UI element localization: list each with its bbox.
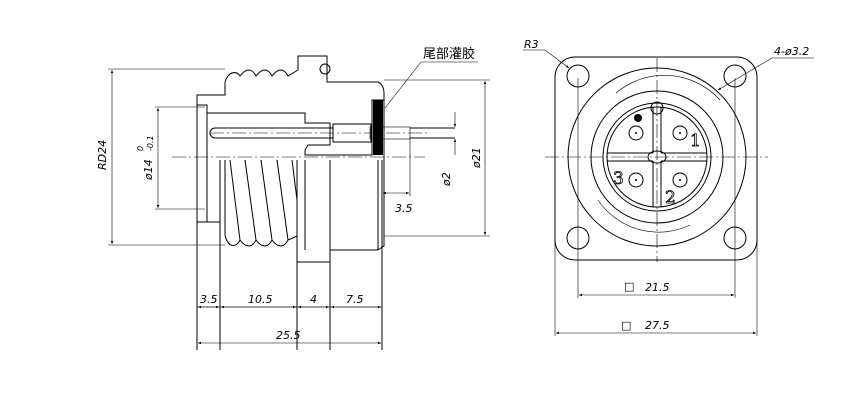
d14-tol-upper: 0 [136, 146, 145, 151]
o-ring [319, 63, 331, 75]
body-lower-outline [196, 100, 385, 350]
dim-nut-width: 4 [310, 293, 317, 306]
potting-leader [384, 61, 478, 109]
square-symbol-1: □ [624, 280, 634, 293]
thread [224, 159, 298, 247]
potting-area [373, 100, 383, 155]
potting-label: 尾部灌胶 [423, 46, 475, 62]
d21-label: ø21 [470, 147, 483, 169]
dim-thread-length: 10.5 [248, 293, 273, 306]
body-section-hatched [196, 55, 385, 156]
tail-length-label: 3.5 [395, 202, 413, 215]
pin-label-3: 3 [613, 169, 624, 189]
pin-label-2: 2 [665, 188, 676, 208]
dim-rear-length: 7.5 [346, 293, 364, 306]
nut-arcs [597, 75, 721, 233]
flange-square [554, 56, 758, 261]
total-length-label: 25.5 [276, 329, 301, 342]
radius-label: R3 [524, 38, 539, 51]
d2-label: ø2 [440, 172, 453, 187]
radius-leader [523, 49, 570, 69]
flange-size-label: 27.5 [645, 319, 670, 332]
holes-leader [717, 57, 814, 91]
ground-mark-icon [634, 114, 642, 122]
hole-pitch-label: 21.5 [645, 281, 670, 294]
pin-label-1: 1 [690, 131, 701, 151]
square-symbol-2: □ [621, 319, 631, 332]
front-view: 1 2 3 □ 21.5 □ 27.5 R3 4-ø3.2 [523, 38, 814, 336]
d14-label: ø14 [142, 159, 155, 181]
holes-label: 4-ø3.2 [774, 45, 809, 58]
d14-tol-lower: -0.1 [146, 135, 155, 151]
side-view: RD24 ø14 0 -0.1 ø21 ø2 3.5 尾部灌胶 3.5 [96, 46, 490, 350]
insert-cross-ribs [607, 107, 707, 207]
pin-holes [628, 125, 688, 188]
dim-flange-thickness: 3.5 [200, 293, 218, 306]
rd24-label: RD24 [96, 140, 109, 170]
